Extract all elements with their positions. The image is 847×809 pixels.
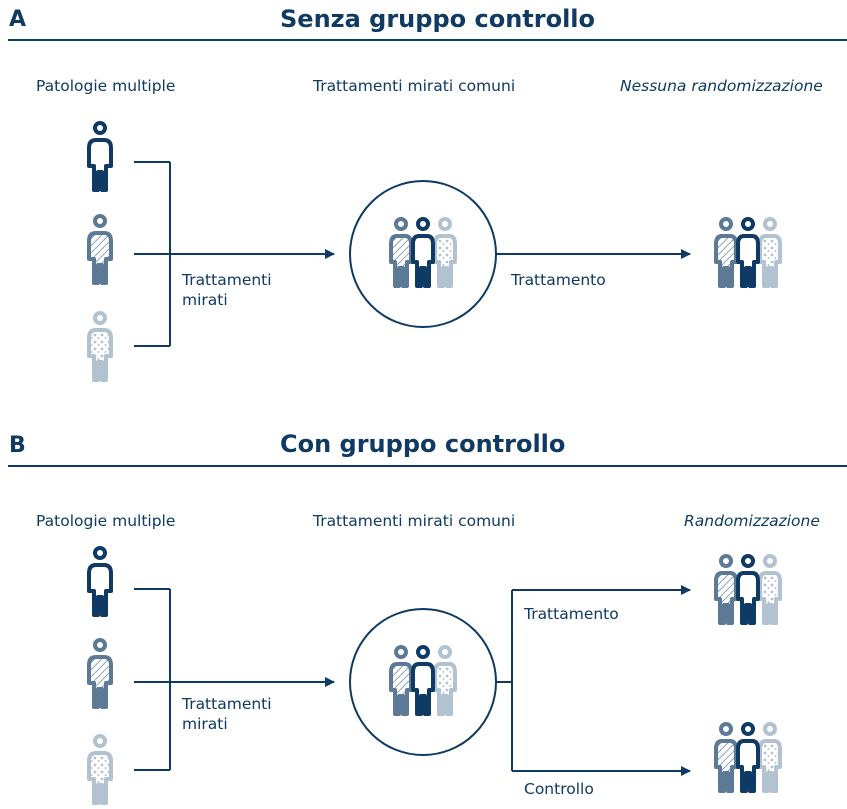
panel-b-bracket bbox=[134, 588, 171, 771]
panel-a-col-left: Patologie multiple bbox=[36, 77, 176, 95]
panel-a-arrow-label: Trattamento bbox=[511, 271, 606, 289]
group-of-three-icon bbox=[714, 554, 782, 625]
panel-b-branch-label-line1: Trattamenti bbox=[182, 695, 272, 713]
panel-b-letter: B bbox=[9, 433, 26, 458]
panel-b-branch-label-line2: mirati bbox=[182, 715, 228, 733]
panel-a-col-right: Nessuna randomizzazione bbox=[620, 77, 823, 95]
panel-b-arrow-label-bottom: Controllo bbox=[524, 780, 594, 798]
panel-b-title: Con gruppo controllo bbox=[280, 430, 566, 458]
person-dotted-icon bbox=[87, 734, 113, 805]
panel-b-col-left: Patologie multiple bbox=[36, 512, 176, 530]
panel-a-title: Senza gruppo controllo bbox=[280, 5, 596, 33]
panel-b-col-right: Randomizzazione bbox=[684, 512, 820, 530]
panel-a-branch-label-line1: Trattamenti bbox=[182, 271, 272, 289]
group-of-three-icon bbox=[389, 217, 457, 288]
person-dotted-icon bbox=[87, 311, 113, 382]
panel-b-divider bbox=[8, 465, 847, 467]
panel-a-diagram bbox=[87, 121, 782, 382]
group-of-three-icon bbox=[714, 217, 782, 288]
panel-a-letter: A bbox=[9, 7, 27, 32]
panel-a-branch-label-line2: mirati bbox=[182, 291, 228, 309]
person-solid-icon bbox=[87, 121, 113, 192]
panel-b-split bbox=[496, 590, 513, 771]
panel-b-arrow-label-top: Trattamento bbox=[524, 605, 619, 623]
panel-a-divider bbox=[8, 39, 847, 41]
panel-b-diagram bbox=[87, 546, 782, 805]
group-of-three-icon bbox=[389, 645, 457, 716]
person-hatched-icon bbox=[87, 214, 113, 285]
panel-b-col-mid: Trattamenti mirati comuni bbox=[313, 512, 516, 530]
person-hatched-icon bbox=[87, 638, 113, 709]
panel-a-col-mid: Trattamenti mirati comuni bbox=[313, 77, 516, 95]
person-solid-icon bbox=[87, 546, 113, 617]
panel-a-branch-label: Trattamenti mirati bbox=[182, 270, 272, 310]
group-of-three-icon bbox=[714, 722, 782, 793]
panel-b-branch-label: Trattamenti mirati bbox=[182, 694, 272, 734]
